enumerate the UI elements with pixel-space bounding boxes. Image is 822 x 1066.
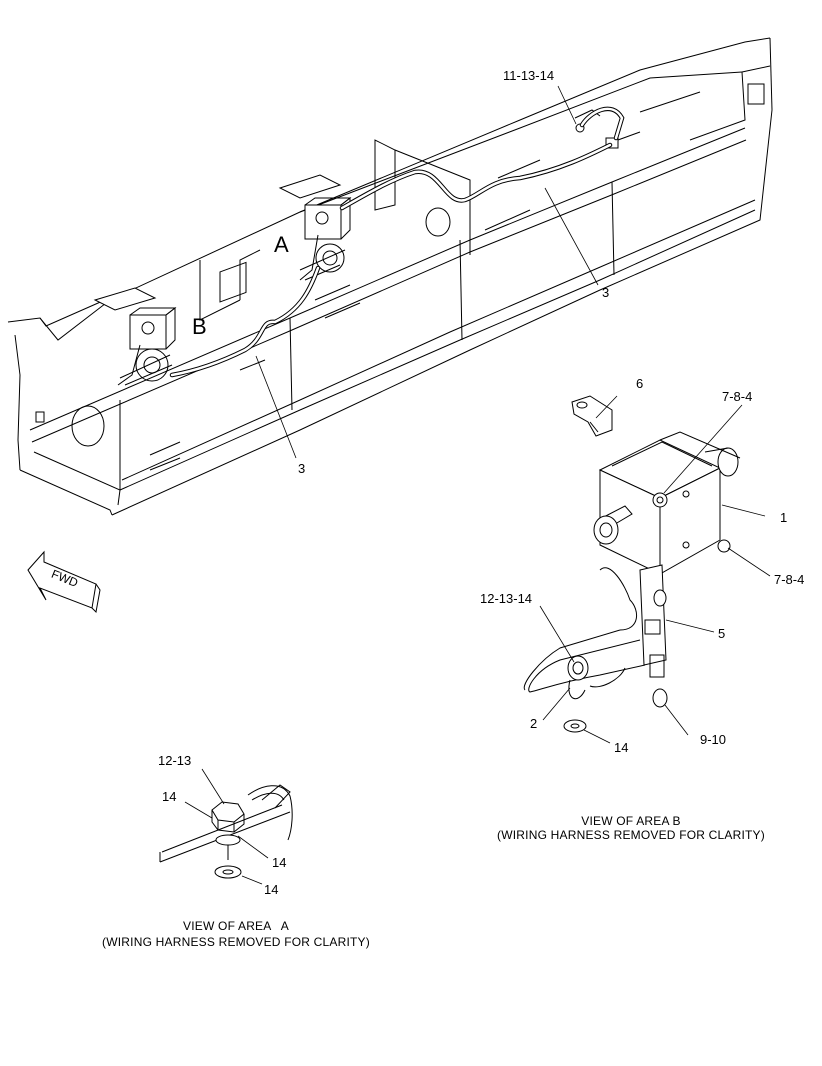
area-b-label: B [192, 314, 207, 339]
part-2-clip [523, 629, 646, 733]
part-1-switch [593, 431, 741, 575]
leader-lines-main [255, 85, 599, 459]
callout-9-10: 9-10 [700, 732, 726, 747]
callout-3-bottom: 3 [298, 461, 305, 476]
area-a-label: A [274, 232, 289, 257]
callout-14-b: 14 [614, 740, 628, 755]
callout-12-13-14-b: 12-13-14 [480, 591, 532, 606]
callout-7-8-4-right: 7-8-4 [774, 572, 804, 587]
callout-14-a2: 14 [272, 855, 286, 870]
view-area-a: 12-13 14 14 14 VIEW OF AREA A (WIRING HA… [102, 753, 370, 949]
part-5-bracket [599, 564, 668, 708]
callout-14-a1: 14 [162, 789, 176, 804]
callout-7-8-4-top: 7-8-4 [722, 389, 752, 404]
caption-area-a-line1: VIEW OF AREA A [183, 919, 289, 933]
caption-area-b-line1: VIEW OF AREA B [581, 814, 681, 828]
part-6-clip [571, 395, 613, 437]
bracket-area-b [93, 287, 177, 386]
bracket-area-a [278, 174, 352, 281]
callout-6: 6 [636, 376, 643, 391]
callout-2: 2 [530, 716, 537, 731]
view-area-b: 6 7-8-4 1 7-8-4 12-13-14 5 2 14 9-10 VIE… [480, 376, 804, 842]
callout-12-13-a: 12-13 [158, 753, 191, 768]
callout-3-top: 3 [602, 285, 609, 300]
callout-14-a3: 14 [264, 882, 278, 897]
callout-11-13-14: 11-13-14 [503, 68, 554, 83]
wiring-harness [169, 106, 625, 378]
clip-rear [574, 109, 641, 149]
fwd-arrow-icon: FWD [27, 550, 101, 614]
caption-area-b-line2: (WIRING HARNESS REMOVED FOR CLARITY) [497, 828, 765, 842]
caption-area-a-line2: (WIRING HARNESS REMOVED FOR CLARITY) [102, 935, 370, 949]
callout-1: 1 [780, 510, 787, 525]
callout-5: 5 [718, 626, 725, 641]
